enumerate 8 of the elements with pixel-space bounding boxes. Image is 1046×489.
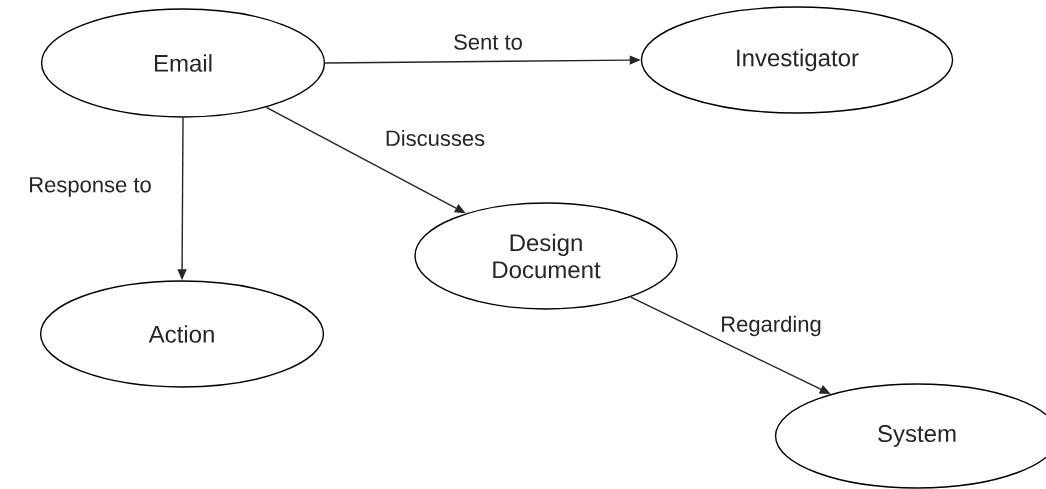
ellipse-node: Investigator	[640, 6, 954, 114]
ellipse-node: Action	[39, 280, 325, 388]
ellipse-node: Email	[40, 8, 326, 118]
edge-label: Sent to	[451, 32, 525, 52]
ellipse-node: Design Document	[414, 202, 678, 310]
edge-label: Regarding	[718, 313, 824, 339]
edge-label: Response to	[26, 175, 154, 199]
edge-label: Discusses	[382, 127, 488, 149]
